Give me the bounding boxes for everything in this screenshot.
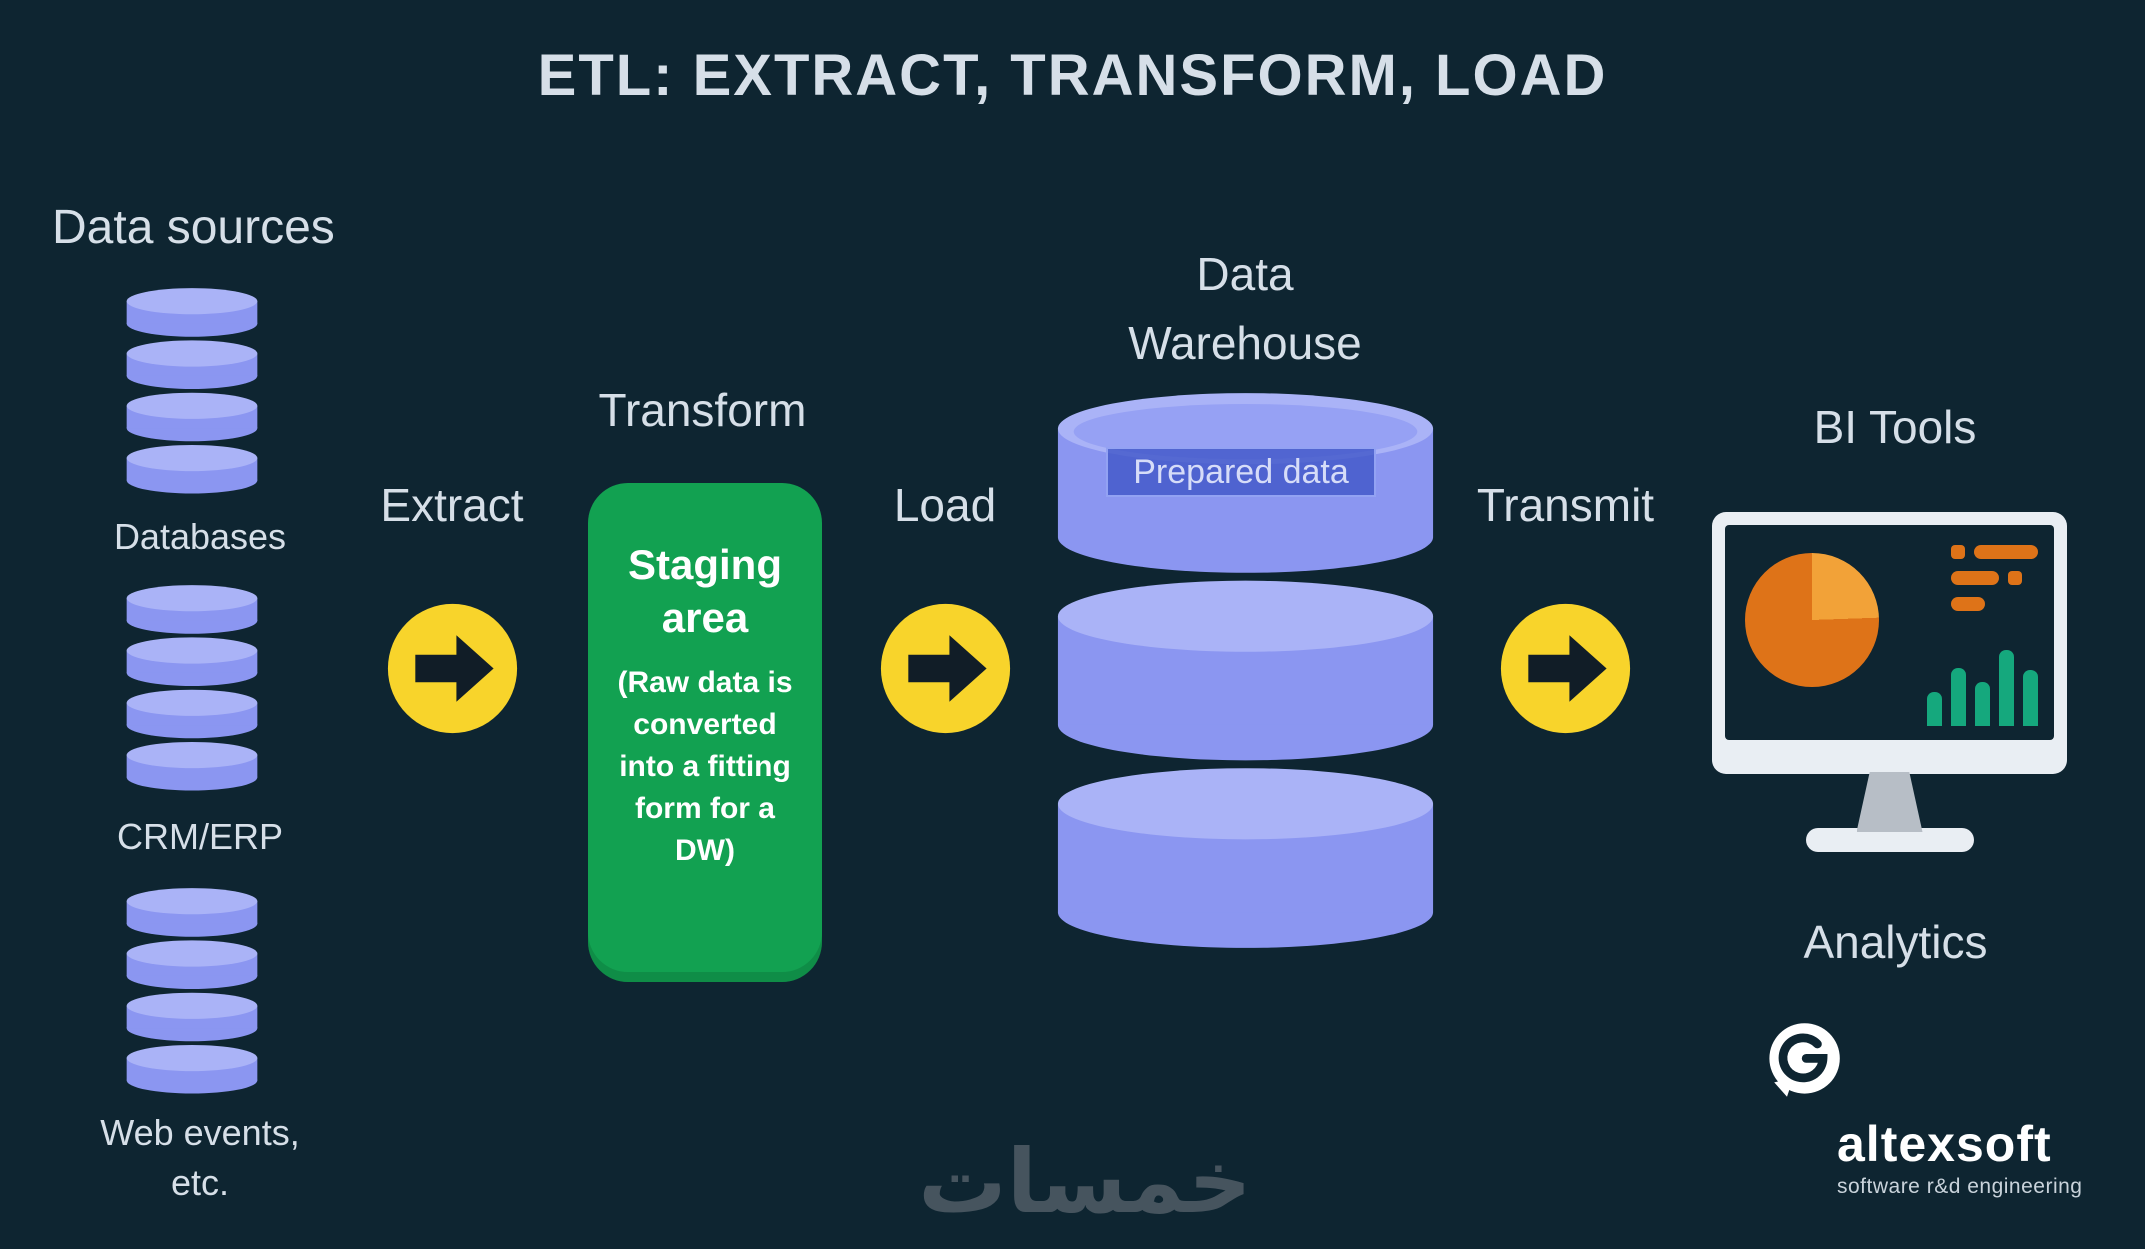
dash-bar [1974, 545, 2038, 559]
extract-label: Extract [380, 479, 524, 531]
dash-bar [1951, 597, 1985, 611]
dash-row [1951, 597, 2038, 611]
monitor-stand [1856, 772, 1923, 832]
database-stack-icon [126, 585, 258, 791]
staging-area-title: Staging area [604, 539, 806, 644]
altexsoft-spiral-icon [1769, 1023, 1840, 1097]
bar [1951, 668, 1966, 726]
staging-title-line1: Staging [628, 541, 782, 588]
bar [1927, 692, 1942, 726]
prepared-data-badge: Prepared data [1106, 447, 1376, 497]
dash-row [1951, 571, 2038, 585]
staging-area-description: (Raw data is converted into a fitting fo… [617, 666, 793, 867]
monitor-icon [1712, 512, 2067, 852]
transform-label: Transform [598, 384, 807, 436]
arrow-right-circle-icon [880, 603, 1011, 734]
bar [1999, 650, 2014, 726]
staging-title-line2: area [661, 593, 749, 641]
source-label-web-events: Web events, etc. [40, 1108, 360, 1209]
brand-text: altexsoft software r&d engineering [1837, 1115, 2082, 1199]
data-sources-heading: Data sources [52, 201, 335, 254]
monitor-base [1805, 828, 1974, 852]
source-label-web-events-line1: Web events, [100, 1112, 300, 1153]
database-stack-icon [126, 288, 258, 494]
dash-bar [1951, 571, 1999, 585]
monitor-display [1725, 525, 2054, 740]
bar [2023, 670, 2038, 726]
bar [1975, 682, 1990, 726]
brand-name: altexsoft [1837, 1116, 2052, 1172]
data-warehouse-icon [1057, 393, 1434, 948]
bi-tools-heading: BI Tools [1813, 401, 1977, 453]
warehouse-label-line1: Data [1196, 248, 1294, 300]
warehouse-label-line2: Warehouse [1128, 317, 1362, 369]
data-warehouse-label: Data Warehouse [1090, 240, 1400, 378]
brand-tagline: software r&d engineering [1837, 1175, 2083, 1198]
source-label-databases: Databases [113, 516, 287, 557]
source-label-crm-erp: CRM/ERP [116, 816, 283, 857]
altexsoft-logo: altexsoft software r&d engineering [1763, 1018, 2082, 1199]
database-stack-icon [126, 888, 258, 1094]
arrow-right-circle-icon [387, 603, 518, 734]
source-label-web-events-line2: etc. [170, 1162, 230, 1204]
monitor-screen [1712, 512, 2067, 774]
analytics-label: Analytics [1803, 916, 1988, 968]
dash-row [1951, 545, 2038, 559]
dash-dot [2008, 571, 2022, 585]
khamsat-watermark: خمسات [918, 1130, 1252, 1233]
pie-chart-icon [1745, 553, 1879, 687]
transmit-label: Transmit [1476, 479, 1655, 531]
page-title: ETL: EXTRACT, TRANSFORM, LOAD [537, 43, 1608, 108]
bar-chart-icon [1927, 650, 2038, 726]
arrow-right-circle-icon [1500, 603, 1631, 734]
load-label: Load [893, 479, 997, 531]
dash-dot [1951, 545, 1965, 559]
dashboard-lines-icon [1951, 545, 2038, 623]
staging-area-box: Staging area (Raw data is converted into… [588, 483, 822, 982]
